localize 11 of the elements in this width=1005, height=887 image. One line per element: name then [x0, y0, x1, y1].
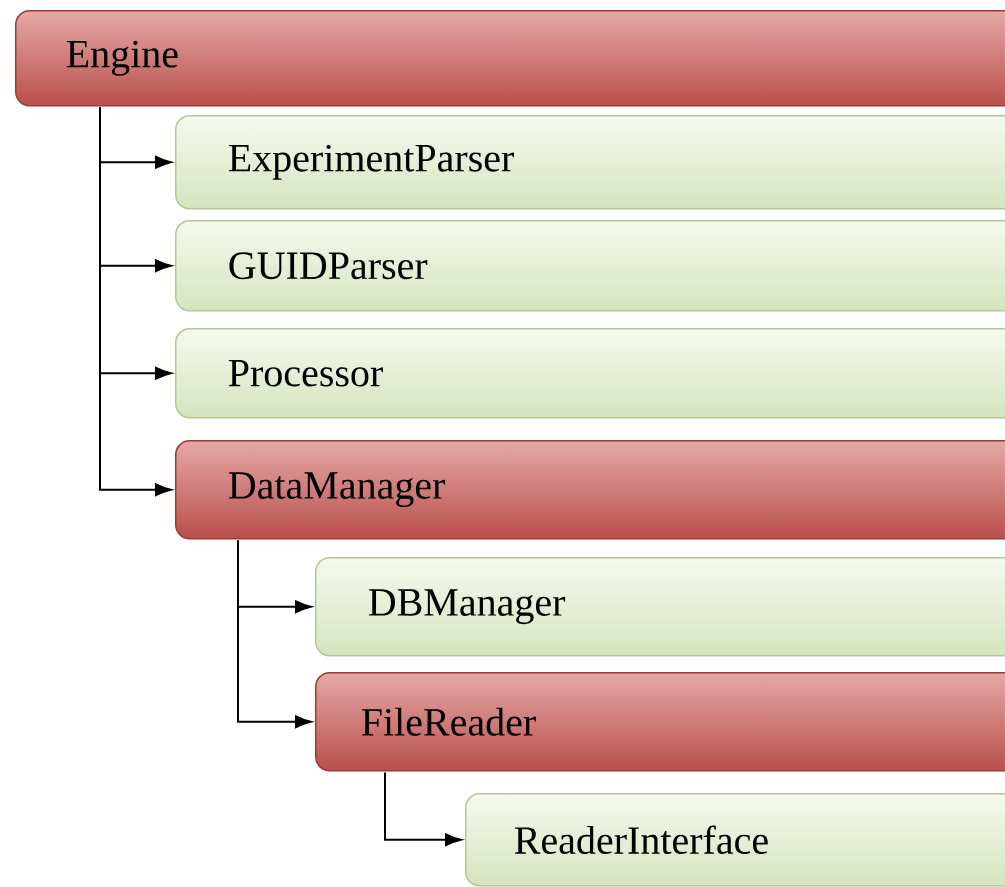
arrow — [99, 106, 172, 497]
child-box: ReaderInterface — [465, 793, 1005, 887]
arrow — [237, 539, 312, 729]
parent-box: DataManager — [175, 440, 1005, 540]
arrow — [384, 771, 462, 847]
child-box: Processor — [175, 328, 1005, 419]
child-box: DBManager — [315, 557, 1005, 657]
child-box: ExperimentParser — [175, 115, 1005, 210]
parent-box: FileReader — [315, 672, 1005, 772]
child-box: GUIDParser — [175, 220, 1005, 312]
parent-box: Engine — [15, 10, 1005, 107]
